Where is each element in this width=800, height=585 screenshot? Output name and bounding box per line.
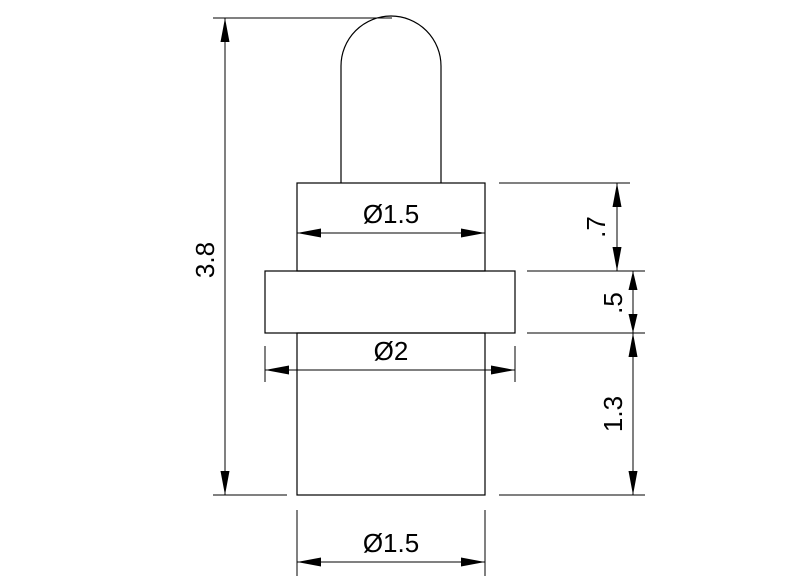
dimension-collar-height: .5	[598, 271, 638, 333]
dim-lower-diameter-label: Ø1.5	[363, 528, 419, 558]
dimension-lower-diameter: Ø1.5	[297, 528, 485, 567]
dimension-upper-diameter: Ø1.5	[297, 199, 485, 238]
dim-lower-height-label: 1.3	[598, 396, 628, 432]
dimension-lower-height: 1.3	[598, 333, 638, 495]
extension-lines	[213, 17, 645, 576]
collar	[264, 270, 516, 334]
dim-overall-height-label: 3.8	[190, 242, 220, 278]
dim-collar-diameter-label: Ø2	[374, 336, 409, 366]
dim-upper-height-label: .7	[581, 216, 611, 238]
dimension-collar-diameter: Ø2	[265, 336, 515, 375]
dim-collar-height-label: .5	[598, 292, 628, 314]
dimension-overall-height: 3.8	[190, 18, 230, 495]
part-outline	[264, 15, 516, 496]
lower-body	[296, 332, 486, 496]
dim-upper-diameter-label: Ø1.5	[363, 199, 419, 229]
pin-outline	[340, 15, 442, 183]
dimension-upper-height: .7	[581, 183, 622, 271]
